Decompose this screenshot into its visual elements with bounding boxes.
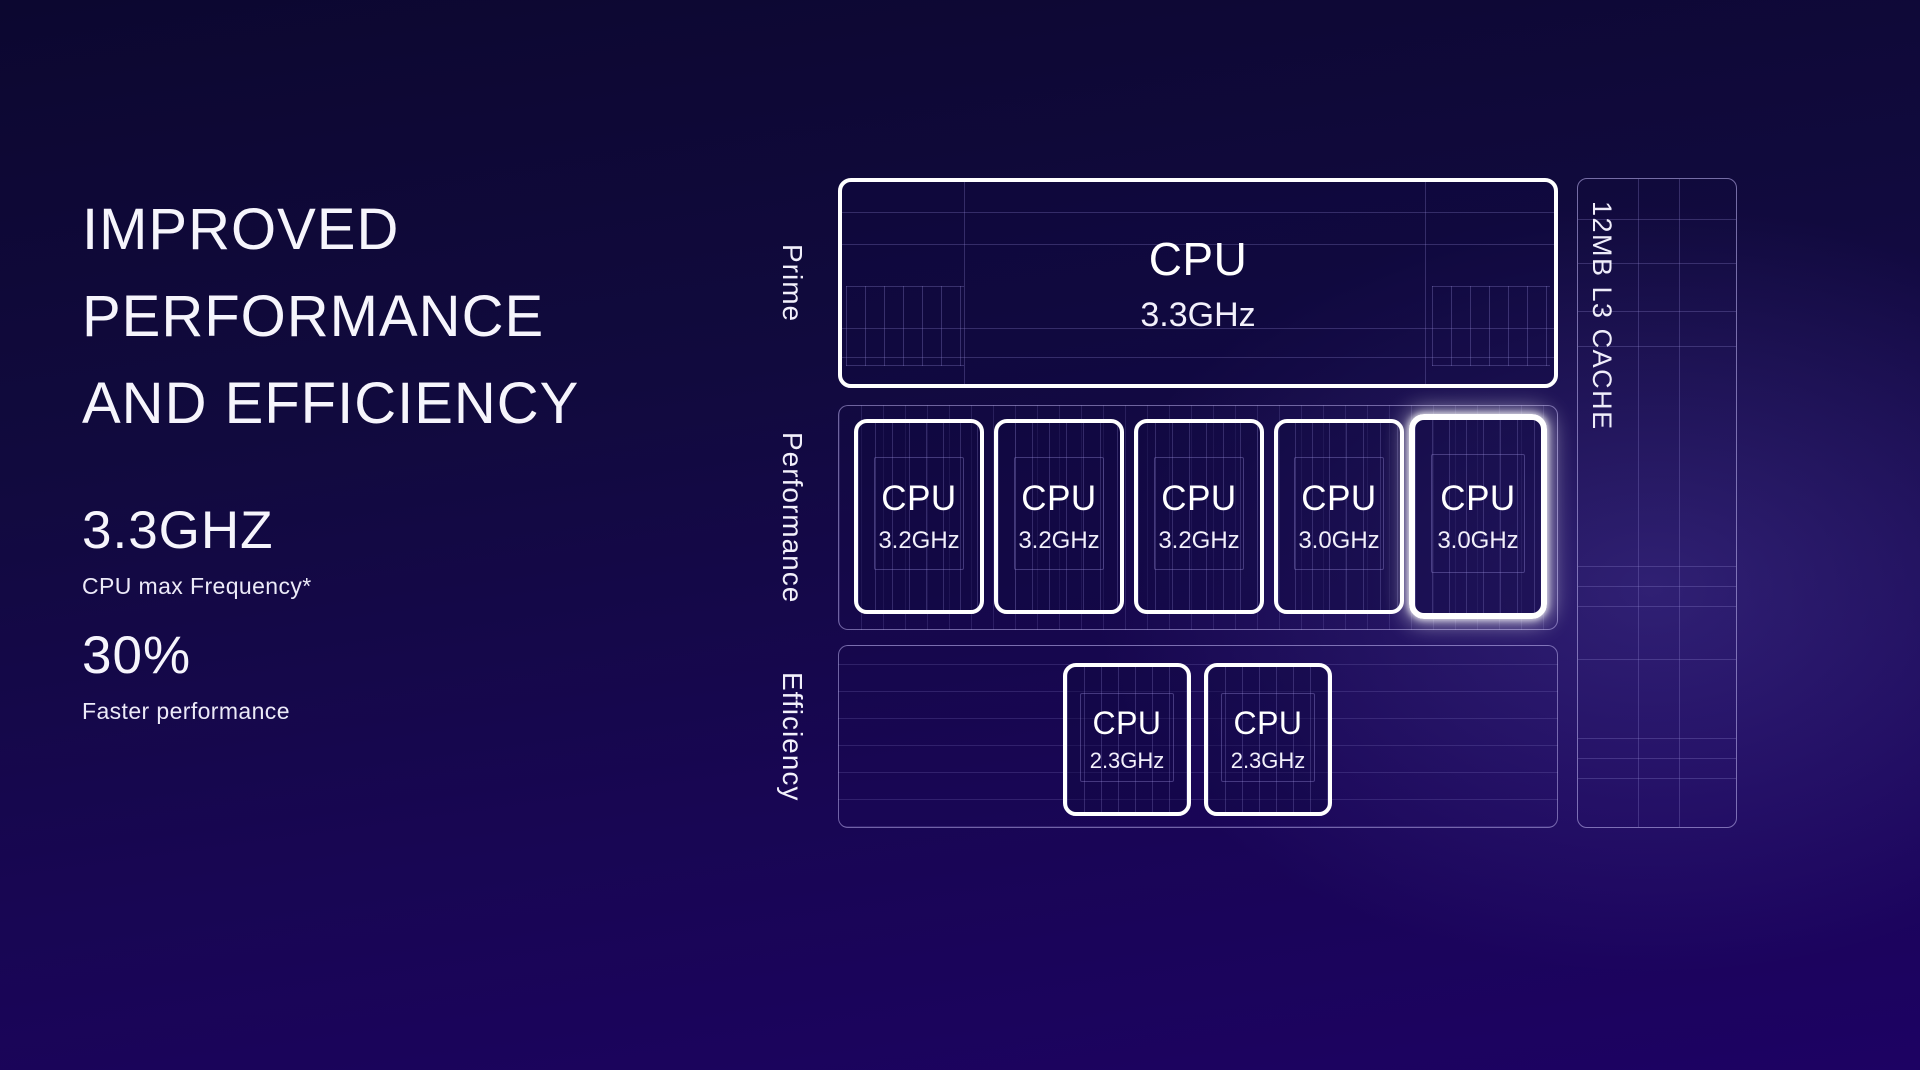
core-frequency: 3.0GHz	[1437, 526, 1519, 554]
grid-pattern	[1294, 457, 1384, 570]
core-frequency: 3.2GHz	[1018, 526, 1100, 554]
core-name: CPU	[1161, 478, 1237, 518]
core-frequency: 3.2GHz	[1158, 526, 1240, 554]
grid-line	[1578, 263, 1736, 264]
row-label-efficiency: Efficiency	[777, 671, 808, 802]
grid-line	[1578, 778, 1736, 779]
stat-value: 30%	[82, 626, 192, 685]
grid-pattern	[1221, 693, 1315, 782]
l3-cache-box: 12MB L3 CACHE	[1577, 178, 1737, 828]
grid-pattern	[1080, 693, 1174, 782]
grid-pattern	[846, 286, 964, 366]
prime-core-box: CPU 3.3GHz	[838, 178, 1558, 388]
performance-core-box: CPU 3.2GHz	[994, 419, 1124, 614]
grid-line	[842, 244, 1554, 245]
stat-label: CPU max Frequency*	[82, 572, 312, 599]
grid-line	[1578, 758, 1736, 759]
grid-line	[1578, 566, 1736, 567]
grid-line	[1578, 586, 1736, 587]
row-label-performance: Performance	[777, 431, 808, 604]
core-frequency: 3.3GHz	[1140, 295, 1256, 334]
grid-pattern	[1014, 457, 1104, 570]
core-frequency: 3.0GHz	[1298, 526, 1380, 554]
page-title-line: IMPROVED	[82, 197, 400, 262]
grid-line	[964, 182, 965, 384]
grid-pattern	[998, 423, 1120, 610]
grid-line	[842, 328, 1554, 329]
grid-line	[1578, 738, 1736, 739]
efficiency-core-box: CPU 2.3GHz	[1204, 663, 1332, 816]
grid-pattern	[1432, 286, 1550, 366]
grid-line	[1578, 311, 1736, 312]
grid-line	[1638, 179, 1639, 827]
page-title: IMPROVED PERFORMANCE AND EFFICIENCY	[82, 186, 579, 447]
grid-pattern	[1154, 457, 1244, 570]
grid-pattern	[1208, 667, 1328, 812]
core-name: CPU	[1440, 478, 1516, 518]
grid-pattern	[1431, 454, 1525, 573]
core-name: CPU	[881, 478, 957, 518]
core-name: CPU	[1148, 232, 1248, 285]
grid-pattern	[1278, 423, 1400, 610]
performance-core-box: CPU 3.0GHz	[1274, 419, 1404, 614]
grid-line	[1578, 606, 1736, 607]
stat-label: Faster performance	[82, 697, 290, 724]
grid-line	[1578, 659, 1736, 660]
performance-cluster-container: CPU 3.2GHz CPU 3.2GHz CPU 3.2GHz CPU 3.0…	[838, 405, 1558, 630]
performance-core-box: CPU 3.2GHz	[1134, 419, 1264, 614]
stat-faster-performance: 30% Faster performance	[82, 628, 290, 725]
grid-pattern	[1415, 420, 1541, 613]
stat-value: 3.3GHZ	[82, 501, 274, 560]
core-name: CPU	[1233, 705, 1303, 741]
row-label-prime: Prime	[777, 243, 808, 323]
grid-line	[1425, 182, 1426, 384]
page-title-line: PERFORMANCE	[82, 284, 545, 349]
efficiency-cluster-container: CPU 2.3GHz CPU 2.3GHz	[838, 645, 1558, 828]
grid-line	[1578, 346, 1736, 347]
core-name: CPU	[1092, 705, 1162, 741]
core-frequency: 2.3GHz	[1089, 748, 1165, 773]
core-frequency: 3.2GHz	[878, 526, 960, 554]
l3-cache-label: 12MB L3 CACHE	[1587, 201, 1617, 431]
grid-pattern	[1067, 667, 1187, 812]
core-name: CPU	[1021, 478, 1097, 518]
grid-line	[842, 357, 1554, 358]
stat-cpu-frequency: 3.3GHZ CPU max Frequency*	[82, 503, 312, 600]
grid-pattern	[858, 423, 980, 610]
performance-core-box-highlighted: CPU 3.0GHz	[1409, 414, 1547, 619]
grid-pattern	[1138, 423, 1260, 610]
grid-pattern	[874, 457, 964, 570]
page-title-line: AND EFFICIENCY	[82, 371, 580, 436]
performance-core-box: CPU 3.2GHz	[854, 419, 984, 614]
efficiency-core-box: CPU 2.3GHz	[1063, 663, 1191, 816]
grid-line	[1679, 179, 1680, 827]
core-name: CPU	[1301, 478, 1377, 518]
core-frequency: 2.3GHz	[1230, 748, 1306, 773]
grid-line	[842, 212, 1554, 213]
grid-line	[1578, 219, 1736, 220]
